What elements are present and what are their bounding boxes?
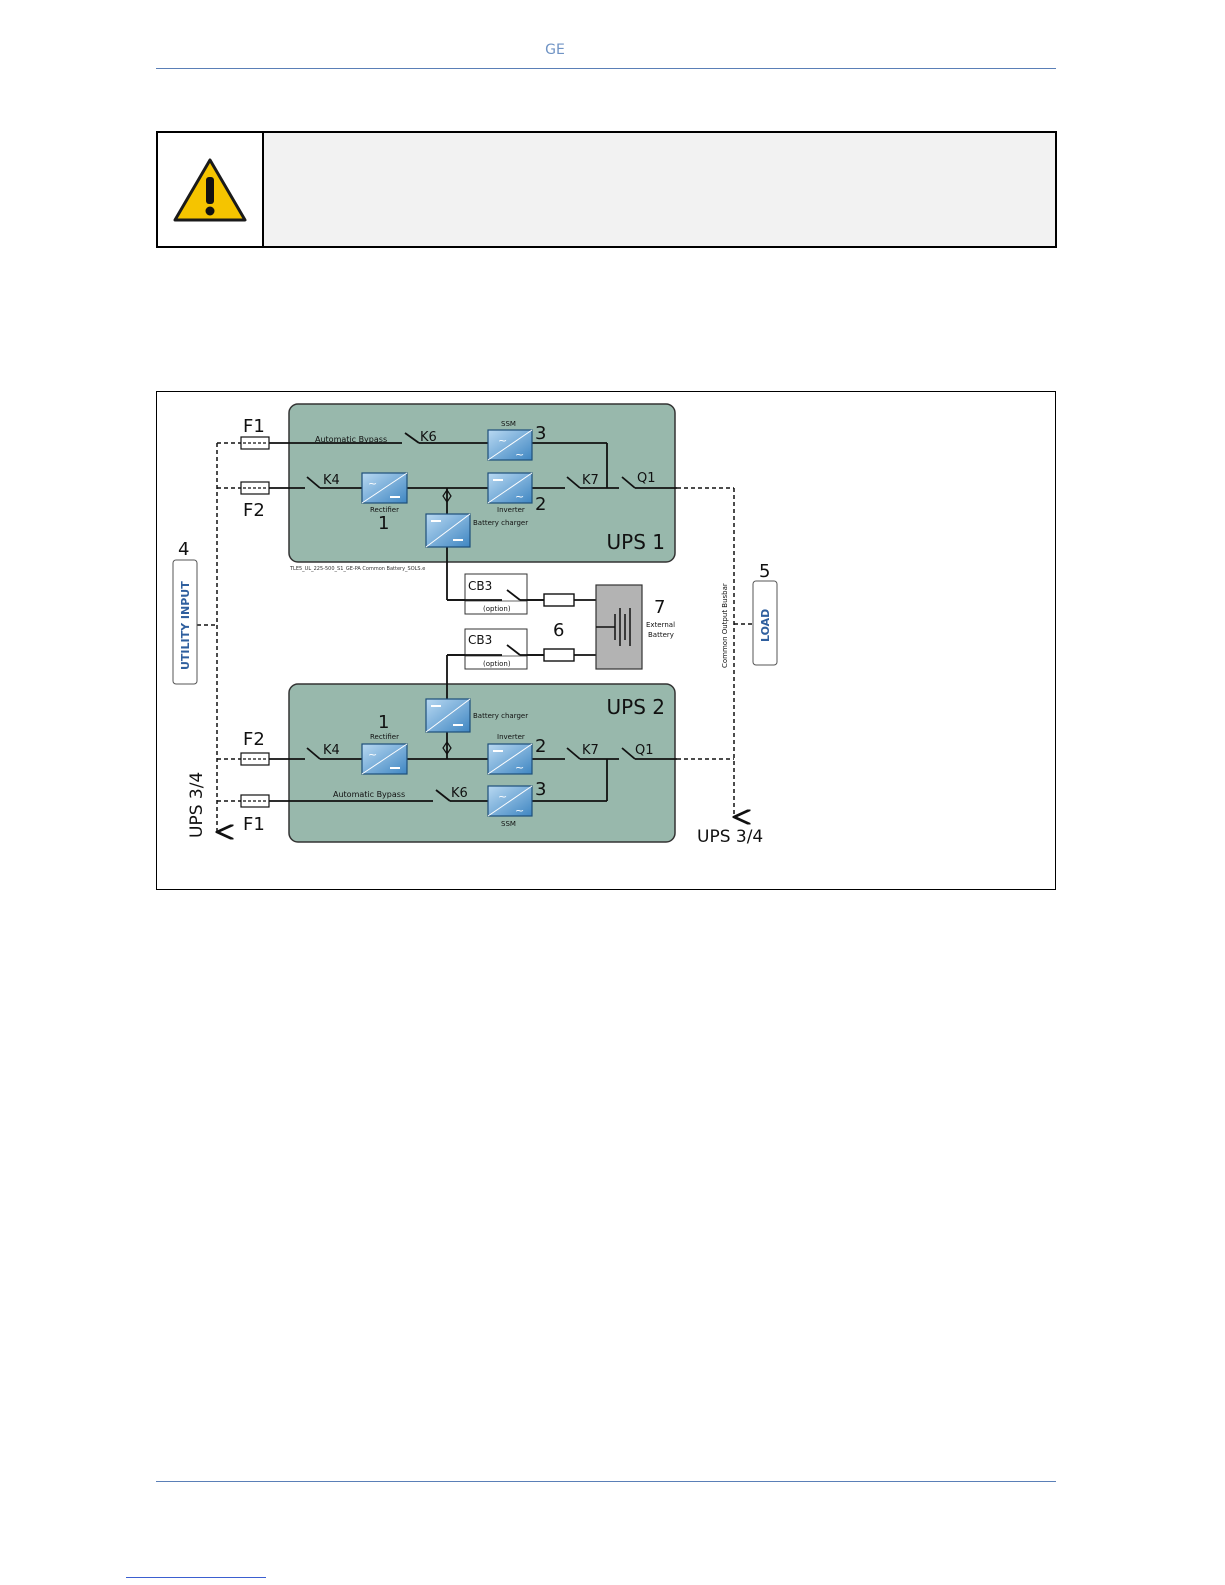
svg-text:~: ~ — [498, 434, 507, 447]
ups-parallel-diagram: UPS 1 UPS 2 ~ ~ ~ — [172, 403, 778, 847]
warning-triangle-icon — [173, 158, 247, 221]
ups1-ssm-label: SSM — [501, 420, 516, 428]
ups1-k6-label: K6 — [420, 430, 437, 445]
battery-fuse-number: 6 — [553, 620, 564, 641]
ups2-wiring — [269, 644, 677, 802]
ups1-title: UPS 1 — [607, 530, 665, 554]
battery-fuses — [543, 593, 575, 662]
ups2-k7-label: K7 — [582, 743, 599, 758]
ups1-cb3-label: CB3 — [468, 579, 492, 593]
ups1-battery-charger-module — [425, 513, 471, 548]
header-rule — [156, 68, 1056, 69]
ups1-inverter-module: ~ — [487, 472, 533, 504]
ups1-rectifier-module: ~ — [361, 472, 408, 504]
ups2-f2-label: F2 — [243, 729, 265, 750]
ups2-cb3-option-box — [464, 628, 528, 670]
common-output-busbar-label: Common Output Busbar — [721, 583, 729, 668]
common-output-busbar — [677, 487, 753, 817]
ups2-q1-label: Q1 — [635, 743, 654, 758]
ups1-automatic-bypass-label: Automatic Bypass — [315, 435, 387, 444]
warning-icon-cell — [158, 133, 264, 246]
ups2-ssm-label: SSM — [501, 820, 516, 828]
warning-text — [264, 133, 1055, 246]
ups1-n2-label: 2 — [535, 494, 546, 515]
utility-input-bus — [197, 442, 241, 832]
ups1-n3-label: 3 — [535, 423, 546, 444]
right-ups-3-4-label: UPS 3/4 — [697, 827, 763, 847]
cb3-switches — [447, 589, 544, 656]
warning-box — [156, 131, 1057, 248]
ups2-title: UPS 2 — [607, 695, 665, 719]
ups2-f1-label: F1 — [243, 814, 265, 835]
ups2-ssm-module: ~ ~ — [487, 785, 533, 817]
ups2-n2-label: 2 — [535, 736, 546, 757]
figure-frame: UPS 1 UPS 2 ~ ~ ~ — [156, 391, 1056, 890]
svg-text:~: ~ — [515, 761, 524, 774]
ups1-f2-label: F2 — [243, 500, 265, 521]
utility-input-label: UTILITY INPUT — [179, 581, 192, 670]
svg-text:~: ~ — [498, 790, 507, 803]
fuse-dashes — [243, 442, 267, 802]
ups2-inverter-label: Inverter — [497, 733, 525, 741]
file-reference-label: TLE5_UL_225-500_S1_GE-PA Common Battery_… — [289, 566, 425, 572]
ups1-q1-label: Q1 — [637, 471, 656, 486]
external-battery-label-line1: External — [646, 621, 675, 629]
ups2-n1-label: 1 — [378, 712, 389, 733]
ups2-cb3-label: CB3 — [468, 633, 492, 647]
ups1-rectifier-label: Rectifier — [370, 506, 399, 514]
utility-input-number: 4 — [178, 539, 189, 560]
footer-rule — [156, 1481, 1056, 1482]
load-number: 5 — [759, 561, 770, 582]
svg-text:~: ~ — [515, 804, 524, 817]
ups2-n3-label: 3 — [535, 779, 546, 800]
left-ups-3-4-label: UPS 3/4 — [187, 772, 207, 838]
input-fuses — [240, 436, 270, 808]
footer-link-underline[interactable] — [126, 1577, 266, 1578]
ups1-battery-charger-label: Battery charger — [473, 519, 528, 527]
svg-text:~: ~ — [515, 490, 524, 503]
ups1-inverter-label: Inverter — [497, 506, 525, 514]
ups2-battery-charger-module — [425, 698, 471, 733]
ups1-f1-label: F1 — [243, 416, 265, 437]
page-header-title: GE — [545, 42, 565, 58]
svg-text:~: ~ — [368, 748, 377, 761]
ups2-battery-charger-label: Battery charger — [473, 712, 528, 720]
ups2-k6-label: K6 — [451, 786, 468, 801]
external-battery — [595, 584, 643, 670]
ups1-n1-label: 1 — [378, 513, 389, 534]
ups1-ssm-module: ~ ~ — [487, 429, 533, 461]
svg-text:~: ~ — [515, 448, 524, 461]
ups2-rectifier-module: ~ — [361, 743, 408, 775]
ups1-k4-label: K4 — [323, 473, 340, 488]
ups2-option-label: (option) — [483, 660, 511, 668]
ups2-automatic-bypass-label: Automatic Bypass — [333, 790, 405, 799]
ups2-rectifier-label: Rectifier — [370, 733, 399, 741]
external-battery-label-line2: Battery — [648, 631, 674, 639]
load-label: LOAD — [759, 609, 772, 642]
ups1-cb3-option-box — [464, 573, 528, 615]
load-box — [752, 580, 778, 666]
ups1-k7-label: K7 — [582, 473, 599, 488]
ups2-inverter-module: ~ — [487, 743, 533, 775]
ups2-cabinet — [288, 683, 676, 843]
ups1-option-label: (option) — [483, 605, 511, 613]
utility-input-box — [172, 559, 198, 685]
svg-text:~: ~ — [368, 477, 377, 490]
external-battery-number: 7 — [654, 597, 665, 618]
ups2-k4-label: K4 — [323, 743, 340, 758]
